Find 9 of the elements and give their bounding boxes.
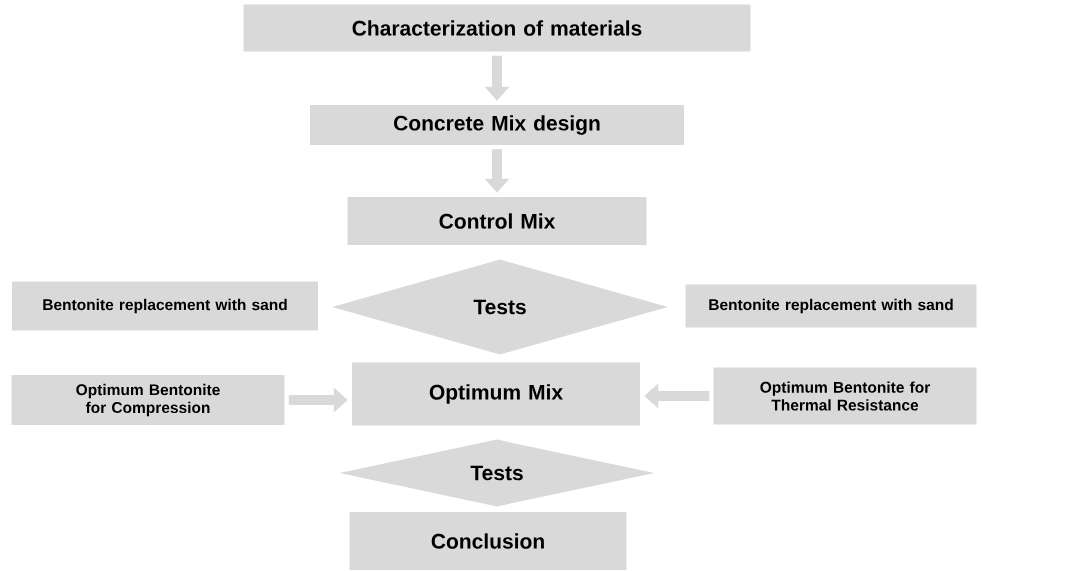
process-box: Optimum Mix — [352, 362, 640, 426]
process-box: Characterization of materials — [243, 4, 751, 52]
process-box: Optimum Bentonite for Thermal Resistance — [713, 367, 977, 425]
process-box: Bentonite replacement with sand — [685, 284, 977, 328]
process-box: Control Mix — [347, 197, 647, 245]
process-box: Bentonite replacement with sand — [12, 281, 318, 331]
process-box: Conclusion — [349, 512, 627, 570]
process-box: Optimum Bentonite for Compression — [11, 375, 285, 425]
process-box: Concrete Mix design — [310, 105, 684, 145]
